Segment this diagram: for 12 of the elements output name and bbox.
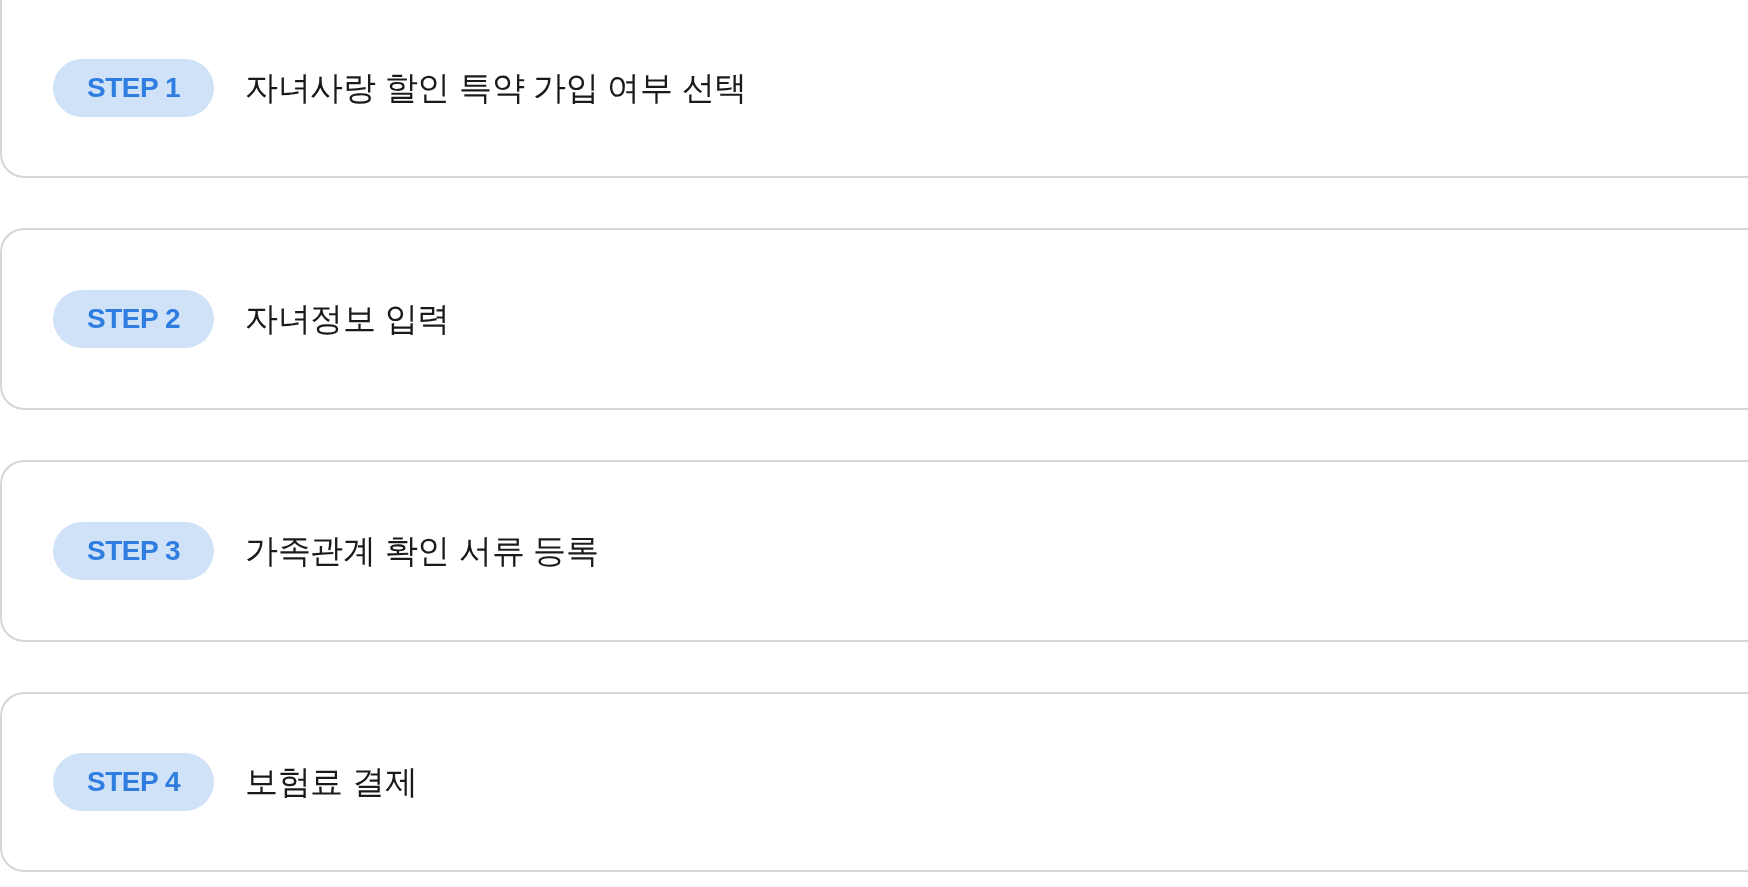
step-title: 보험료 결제 <box>245 761 418 802</box>
step-card <box>0 0 1748 178</box>
step-card <box>0 460 1748 642</box>
step-title: 자녀정보 입력 <box>245 298 451 339</box>
step-badge: STEP 4 <box>53 753 214 811</box>
step-card <box>0 692 1748 872</box>
step-badge: STEP 2 <box>53 290 214 348</box>
step-card <box>0 228 1748 410</box>
step-badge: STEP 1 <box>53 59 214 117</box>
step-title: 가족관계 확인 서류 등록 <box>245 530 599 571</box>
step-title: 자녀사랑 할인 특약 가입 여부 선택 <box>245 67 748 108</box>
step-badge: STEP 3 <box>53 522 214 580</box>
